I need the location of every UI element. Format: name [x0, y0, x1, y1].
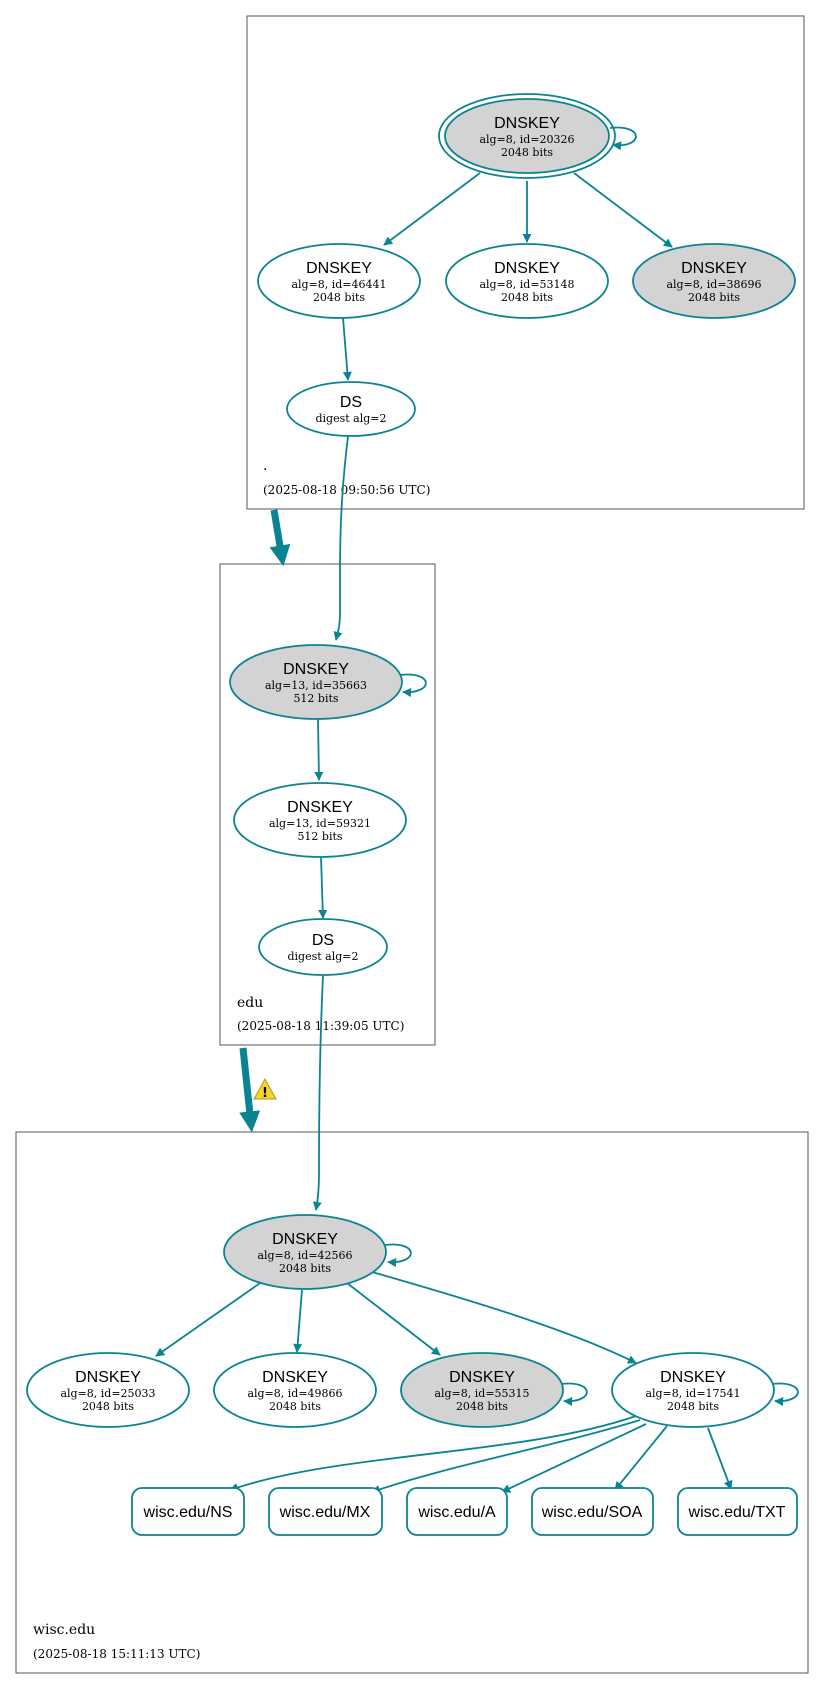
- node-bits: 2048 bits: [501, 291, 553, 304]
- edge-wisc-ksk-to-zsk: [371, 1271, 637, 1364]
- node-title: DNSKEY: [681, 260, 747, 277]
- node-bits: 2048 bits: [501, 146, 553, 159]
- node-title: DNSKEY: [287, 799, 353, 816]
- node-bits: 2048 bits: [667, 1400, 719, 1413]
- edge-wisc-zsk-to-soa: [614, 1425, 668, 1491]
- rrset-node-a[interactable]: wisc.edu/A: [406, 1487, 508, 1536]
- rrset-label: wisc.edu/TXT: [688, 1504, 786, 1521]
- node-title: DNSKEY: [272, 1231, 338, 1248]
- node-bits: 2048 bits: [82, 1400, 134, 1413]
- node-title: DNSKEY: [494, 260, 560, 277]
- warning-triangle-icon: !: [253, 1077, 277, 1101]
- rrset-label: wisc.edu/NS: [143, 1504, 233, 1521]
- edge-wisc-zsk-to-ns: [229, 1415, 637, 1492]
- node-alg-id: alg=8, id=25033: [60, 1387, 155, 1400]
- dnskey-node-wisc-49866[interactable]: DNSKEY alg=8, id=49866 2048 bits: [213, 1352, 377, 1428]
- self-loop-edu-ksk: [399, 673, 427, 698]
- delegation-arrow-root-to-edu: [269, 509, 291, 567]
- node-bits: 2048 bits: [688, 291, 740, 304]
- node-alg-id: alg=8, id=55315: [434, 1387, 529, 1400]
- edge-wisc-zsk-to-mx: [371, 1419, 641, 1494]
- zone-name-root: .: [263, 458, 267, 474]
- rrset-node-ns[interactable]: wisc.edu/NS: [131, 1487, 245, 1536]
- rrset-label: wisc.edu/MX: [279, 1504, 371, 1521]
- dnskey-node-wisc-25033[interactable]: DNSKEY alg=8, id=25033 2048 bits: [26, 1352, 190, 1428]
- edge-wisc-ksk-to-k3: [346, 1282, 441, 1356]
- delegation-arrow-edu-to-wisc: [239, 1047, 261, 1133]
- edge-wisc-ksk-to-k2: [293, 1289, 303, 1353]
- node-alg-id: alg=8, id=53148: [479, 278, 574, 291]
- node-alg-id: alg=8, id=20326: [479, 133, 574, 146]
- dnskey-node-edu-59321[interactable]: DNSKEY alg=13, id=59321 512 bits: [233, 782, 407, 858]
- node-title: DNSKEY: [283, 661, 349, 678]
- node-title: DNSKEY: [660, 1369, 726, 1386]
- zone-box-edu: [219, 563, 436, 1046]
- node-title: DS: [340, 394, 362, 411]
- dnskey-node-root-38696[interactable]: DNSKEY alg=8, id=38696 2048 bits: [632, 243, 796, 319]
- ds-node-edu[interactable]: DS digest alg=2: [258, 918, 388, 976]
- rrset-node-txt[interactable]: wisc.edu/TXT: [677, 1487, 798, 1536]
- svg-text:!: !: [262, 1086, 268, 1101]
- node-alg-id: alg=13, id=35663: [265, 679, 367, 692]
- node-alg-id: alg=8, id=38696: [666, 278, 761, 291]
- node-alg-id: alg=8, id=49866: [247, 1387, 342, 1400]
- edge-root-ksk-to-k3: [573, 172, 673, 248]
- edge-edu-ds-to-wisc-ksk: [312, 974, 324, 1211]
- dnskey-node-root-46441[interactable]: DNSKEY alg=8, id=46441 2048 bits: [257, 243, 421, 319]
- edge-edu-ksk-to-zsk: [314, 718, 324, 781]
- node-alg-id: alg=8, id=17541: [645, 1387, 740, 1400]
- ds-node-root[interactable]: DS digest alg=2: [286, 381, 416, 437]
- self-loop-wisc-zsk: [771, 1382, 799, 1407]
- node-title: DNSKEY: [449, 1369, 515, 1386]
- edge-root-zsk1-to-ds: [342, 317, 352, 381]
- dnskey-node-root-20326[interactable]: DNSKEY alg=8, id=20326 2048 bits: [438, 93, 616, 179]
- dnskey-node-root-53148[interactable]: DNSKEY alg=8, id=53148 2048 bits: [445, 243, 609, 319]
- rrset-node-soa[interactable]: wisc.edu/SOA: [531, 1487, 654, 1536]
- rrset-label: wisc.edu/A: [417, 1504, 496, 1521]
- node-bits: 2048 bits: [313, 291, 365, 304]
- node-bits: 512 bits: [297, 830, 342, 843]
- zone-name-edu: edu: [237, 995, 263, 1011]
- self-loop-wisc-k3: [560, 1382, 588, 1407]
- node-title: DNSKEY: [75, 1369, 141, 1386]
- node-bits: 512 bits: [293, 692, 338, 705]
- node-bits: 2048 bits: [269, 1400, 321, 1413]
- node-title: DS: [312, 932, 334, 949]
- zone-box-wisc: [15, 1131, 809, 1674]
- zone-timestamp-wisc: (2025-08-18 15:11:13 UTC): [33, 1647, 200, 1661]
- edge-root-ksk-to-zsk1: [383, 172, 481, 246]
- edge-root-ds-to-edu-ksk: [333, 435, 349, 641]
- self-loop-wisc-ksk: [384, 1243, 412, 1268]
- dnskey-node-wisc-17541[interactable]: DNSKEY alg=8, id=17541 2048 bits: [611, 1352, 775, 1428]
- dnskey-node-edu-35663[interactable]: DNSKEY alg=13, id=35663 512 bits: [229, 644, 403, 720]
- edge-edu-zsk-to-ds: [318, 856, 328, 919]
- node-bits: 2048 bits: [279, 1262, 331, 1275]
- edge-wisc-zsk-to-a: [501, 1423, 647, 1493]
- zone-name-wisc: wisc.edu: [33, 1622, 95, 1638]
- node-bits: 2048 bits: [456, 1400, 508, 1413]
- node-digest: digest alg=2: [315, 412, 386, 425]
- zone-timestamp-root: (2025-08-18 09:50:56 UTC): [263, 483, 430, 497]
- edge-wisc-zsk-to-txt: [707, 1427, 733, 1490]
- dnskey-node-wisc-55315[interactable]: DNSKEY alg=8, id=55315 2048 bits: [400, 1352, 564, 1428]
- zone-box-root: [246, 15, 805, 510]
- self-loop-root-ksk: [609, 126, 637, 151]
- rrset-label: wisc.edu/SOA: [541, 1504, 643, 1521]
- node-title: DNSKEY: [494, 115, 560, 132]
- node-alg-id: alg=8, id=46441: [291, 278, 386, 291]
- node-alg-id: alg=8, id=42566: [257, 1249, 352, 1262]
- node-digest: digest alg=2: [287, 950, 358, 963]
- rrset-node-mx[interactable]: wisc.edu/MX: [268, 1487, 383, 1536]
- node-alg-id: alg=13, id=59321: [269, 817, 371, 830]
- node-title: DNSKEY: [262, 1369, 328, 1386]
- edge-wisc-ksk-to-k1: [155, 1280, 264, 1357]
- dnskey-node-wisc-42566[interactable]: DNSKEY alg=8, id=42566 2048 bits: [223, 1214, 387, 1290]
- node-title: DNSKEY: [306, 260, 372, 277]
